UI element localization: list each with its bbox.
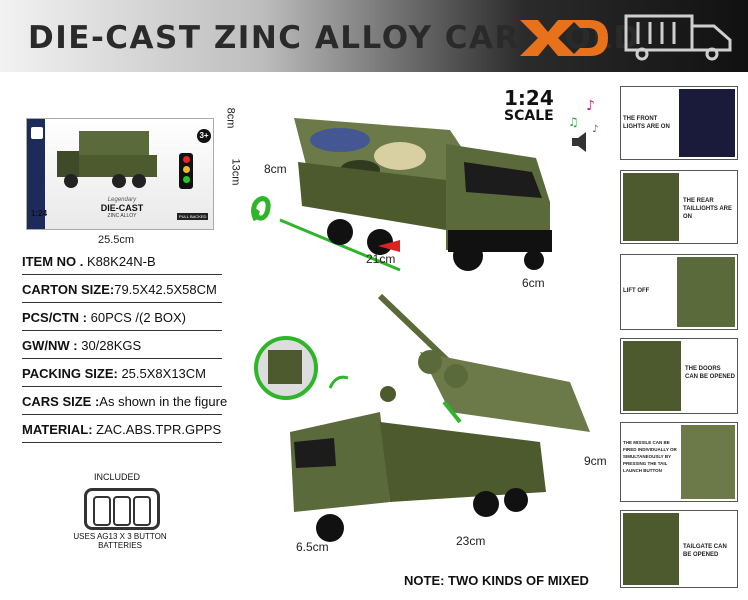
box-depth-dim: 8cm (224, 107, 237, 129)
spec-pcs-ctn: PCS/CTN : 60PCS /(2 BOX) (22, 310, 186, 325)
truck1-length: 21cm (366, 252, 396, 266)
sound-icon: ♪ ♫ ♪ (568, 98, 598, 152)
box-width-dim: 25.5cm (98, 234, 135, 246)
scale-label: 1:24 SCALE (504, 86, 554, 124)
battery-included-label: INCLUDED (94, 472, 141, 482)
box-brand: Legendary DIE-CAST ZINC ALLOY (100, 197, 144, 219)
spec-material: MATERIAL: ZAC.ABS.TPR.GPPS (22, 422, 222, 437)
truck2-height: 9cm (584, 454, 607, 468)
svg-text:♫: ♫ (568, 115, 579, 129)
cargo-truck-image (251, 118, 552, 272)
feature-panel-front-lights: THE FRONT LIGHTS ARE ON (620, 86, 738, 160)
box-badge: PULL BACKED (177, 213, 209, 220)
xd-logo-icon (520, 20, 608, 56)
spec-carton-size: CARTON SIZE:79.5X42.5X58CM (22, 282, 217, 297)
feature-panel-rear-lights: THE REAR TAILLIGHTS ARE ON (620, 170, 738, 244)
header-banner: DIE-CAST ZINC ALLOY CAR MOLD (0, 0, 748, 72)
feature-panel-lift-off: LIFT OFF (620, 254, 738, 330)
package-box-image: 3+ 1:24 Legendary DIE-CAST ZINC ALLOY PU… (26, 118, 214, 230)
feature-panel-doors: THE DOORS CAN BE OPENED (620, 338, 738, 414)
spec-packing-size: PACKING SIZE: 25.5X8X13CM (22, 366, 207, 381)
age-badge: 3+ (197, 129, 211, 143)
truck1-width: 6cm (522, 276, 545, 290)
truck1-height: 8cm (264, 162, 287, 176)
battery-icon (84, 488, 160, 530)
spec-gw-nw: GW/NW : 30/28KGS (22, 338, 142, 353)
feature-panel-missile: THE MISSILE CAN BE FIRED INDIVIDUALLY OR… (620, 422, 738, 502)
missile-truck-image (254, 293, 590, 542)
truck2-width: 6.5cm (296, 540, 329, 554)
mixed-note: NOTE: TWO KINDS OF MIXED (404, 573, 589, 588)
spec-cars-size: CARS SIZE :As shown in the figure (22, 394, 228, 409)
box-height-dim: 13cm (229, 158, 242, 186)
truck2-length: 23cm (456, 534, 486, 548)
box-truck-picture (57, 131, 157, 188)
svg-text:♪: ♪ (592, 124, 598, 135)
spec-item-no: ITEM NO . K88K24N-B (22, 254, 156, 269)
svg-text:♪: ♪ (586, 98, 595, 114)
box-scale: 1:24 (31, 209, 48, 218)
traffic-light-icon (179, 153, 193, 189)
truck-outline-icon (624, 14, 732, 61)
feature-panel-tailgate: TAILGATE CAN BE OPENED (620, 510, 738, 588)
